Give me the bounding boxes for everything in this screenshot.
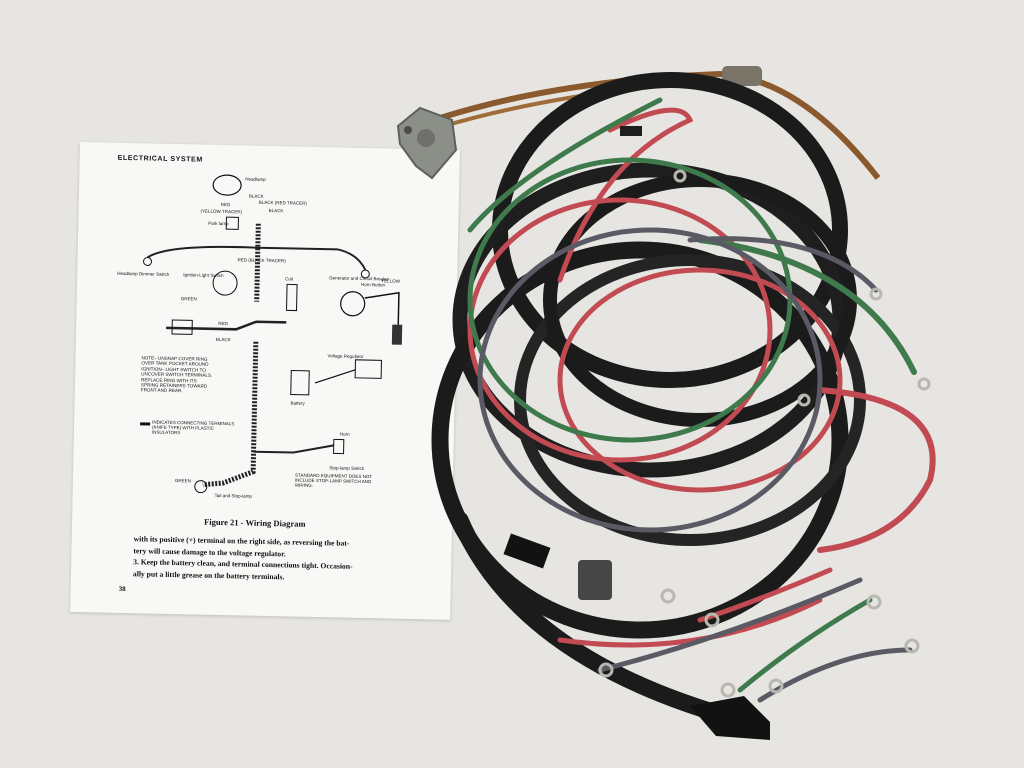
ring-terminal xyxy=(866,594,882,610)
ignition-switch-part xyxy=(396,106,458,180)
label-red-2: RED xyxy=(218,321,228,326)
braided-loop xyxy=(543,173,857,427)
label-stop-switch: Stop-lamp Switch xyxy=(329,465,365,471)
wire-clip xyxy=(620,126,642,136)
gray-lead xyxy=(757,647,913,703)
label-green-2: GREEN xyxy=(175,478,191,483)
stop-switch-symbol xyxy=(333,438,345,455)
generator-symbol xyxy=(340,291,366,317)
handlebar-wires xyxy=(147,245,367,271)
battery-symbol xyxy=(290,369,310,396)
red-wire xyxy=(467,197,773,463)
label-red-1: RED xyxy=(221,202,231,207)
ring-terminal xyxy=(660,588,676,604)
gray-wire xyxy=(687,236,879,293)
generator-wire xyxy=(364,291,400,325)
red-lead xyxy=(557,597,823,648)
red-lead xyxy=(697,567,833,623)
cable-sleeve xyxy=(722,66,762,86)
legend-swatch xyxy=(140,422,151,426)
battery-wire xyxy=(314,369,356,384)
horn-wires xyxy=(253,444,334,454)
label-dimmer-switch: Headlamp Dimmer Switch xyxy=(117,271,170,277)
connector-symbol xyxy=(391,324,403,345)
red-wire xyxy=(557,107,694,283)
ring-terminal xyxy=(720,682,736,698)
park-lamp-symbol xyxy=(225,216,239,230)
ring-terminal xyxy=(673,169,687,183)
ring-terminals xyxy=(598,169,931,698)
label-black-red-tracer: BLACK (RED TRACER) xyxy=(259,200,308,206)
label-battery: Battery xyxy=(291,400,306,405)
ignition-switch-symbol xyxy=(212,270,238,296)
label-generator: Generator and Circuit Breaker xyxy=(329,275,390,281)
label-tail-lamp: Tail and Stop-lamp xyxy=(215,493,253,499)
ground-wires xyxy=(166,320,287,331)
braided-loops xyxy=(431,72,866,729)
braided-loop xyxy=(452,162,848,478)
ring-terminal xyxy=(904,638,920,654)
label-coil: Coil xyxy=(285,276,293,281)
rubber-boot xyxy=(503,533,551,569)
label-yellow: YELLOW xyxy=(381,278,401,283)
label-yellow-tracer: (YELLOW TRACER) xyxy=(201,209,243,215)
label-regulator: Voltage Regulator xyxy=(328,353,364,359)
wiring-diagram: Headlamp BLACK RED (YELLOW TRACER) BLACK… xyxy=(117,174,403,499)
label-black-3: BLACK xyxy=(216,337,231,342)
copper-cable xyxy=(439,70,881,180)
label-red-black-tracer: RED (BLACK TRACER) xyxy=(238,257,287,263)
ring-terminal xyxy=(917,377,931,391)
colored-wires xyxy=(467,97,936,553)
gray-wire xyxy=(477,227,823,533)
red-wire xyxy=(557,267,843,493)
ring-terminal xyxy=(869,287,883,301)
label-black-1: BLACK xyxy=(249,194,264,199)
tail-lamp-symbol xyxy=(194,480,208,494)
ring-terminal xyxy=(797,393,811,407)
ring-terminal xyxy=(768,678,784,694)
red-wire xyxy=(817,387,936,553)
plastic-insulator-bag xyxy=(578,560,612,600)
terminal-block-symbol xyxy=(171,319,193,335)
green-wire xyxy=(467,97,663,233)
label-ignition-switch: Ignition-Light Switch xyxy=(183,272,224,278)
label-black-2: BLACK xyxy=(269,208,284,213)
horn-button-symbol xyxy=(360,269,370,279)
dimmer-switch-symbol xyxy=(143,256,153,266)
ring-terminal xyxy=(598,662,614,678)
braided-loop xyxy=(431,241,849,639)
manual-page: ELECTRICAL SYSTEM Headlamp BLACK RED (YE… xyxy=(70,142,460,620)
gray-lead xyxy=(597,577,863,673)
label-horn: Horn xyxy=(340,432,350,437)
coil-symbol xyxy=(286,283,298,312)
green-wire xyxy=(697,237,917,375)
regulator-symbol xyxy=(354,359,383,379)
label-horn-button: Horn Button xyxy=(361,282,386,288)
green-wire xyxy=(467,157,793,443)
green-lead xyxy=(737,597,873,693)
ring-terminal xyxy=(704,612,720,628)
label-green-1: GREEN xyxy=(181,296,197,301)
label-headlamp: Headlamp xyxy=(245,176,266,181)
label-park-lamp: Park lamp xyxy=(208,221,229,226)
rubber-boot xyxy=(690,696,770,740)
headlamp-symbol xyxy=(212,174,242,196)
rear-harness xyxy=(202,341,259,488)
